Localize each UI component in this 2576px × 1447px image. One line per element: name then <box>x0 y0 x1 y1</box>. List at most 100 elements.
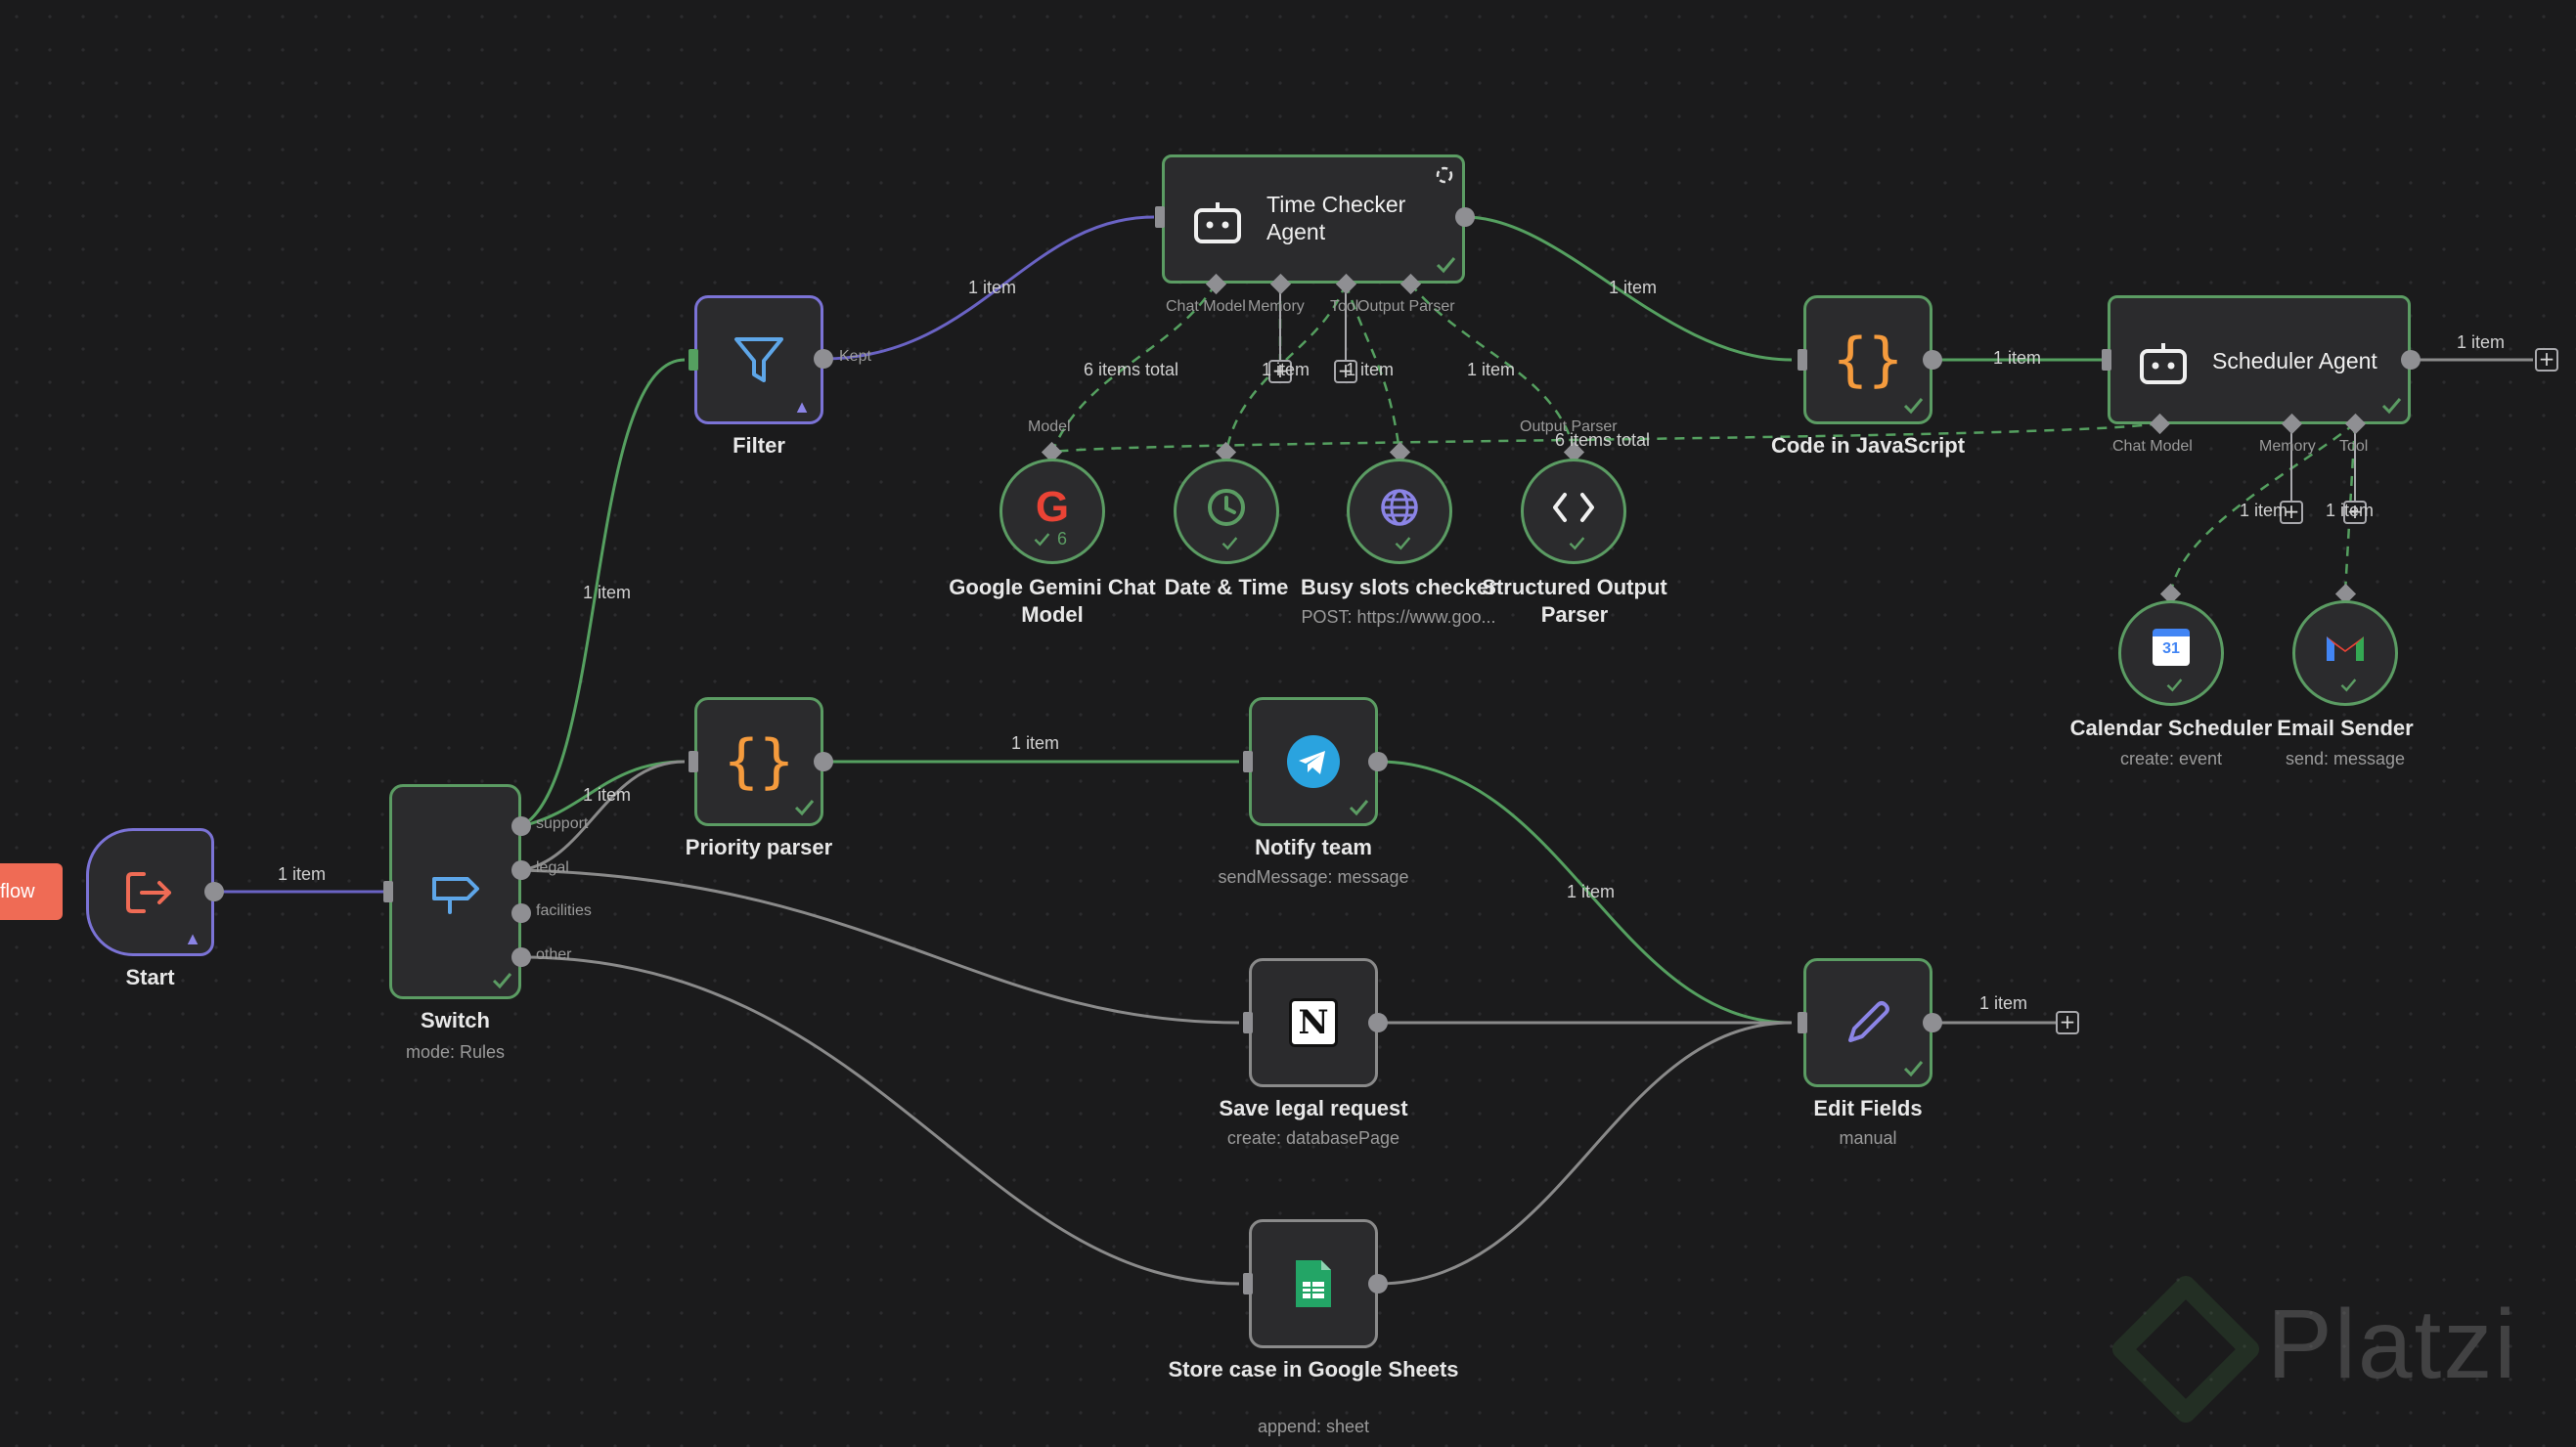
code-javascript-node[interactable]: {} <box>1803 295 1932 424</box>
platzi-logo-icon <box>2112 1276 2259 1423</box>
edge-label-agent-code: 1 item <box>1609 278 1658 297</box>
subedge-tool <box>1224 283 1348 453</box>
notify-input-port[interactable] <box>1243 751 1253 772</box>
scheduler-input-port[interactable] <box>2102 349 2111 371</box>
edge-switch-sheets <box>520 955 1240 1286</box>
switch-input-port[interactable] <box>383 881 393 902</box>
success-check-icon <box>1034 533 1050 547</box>
google-sheets-node[interactable] <box>1249 1219 1378 1348</box>
edge-label-scheduler-out: 1 item <box>2457 332 2506 352</box>
notify-output-port[interactable] <box>1368 752 1388 771</box>
sheets-output-port[interactable] <box>1368 1274 1388 1294</box>
sheets-input-port[interactable] <box>1243 1273 1253 1294</box>
code-output-port[interactable] <box>1923 350 1942 370</box>
structured-parser-label: Structured Output Parser <box>1482 575 1667 627</box>
edit-fields-node[interactable] <box>1803 958 1932 1087</box>
priority-input-port[interactable] <box>688 751 698 772</box>
switch-output-other[interactable] <box>511 947 531 967</box>
time-checker-agent-node[interactable]: Time Checker Agent <box>1162 154 1465 284</box>
edge-label-priority-notify: 1 item <box>1011 733 1060 753</box>
code-brackets-icon <box>1553 493 1594 522</box>
gemini-node[interactable]: G 6 <box>999 459 1105 564</box>
edge-agent-code <box>1464 215 1793 362</box>
expand-icon[interactable] <box>1435 165 1454 185</box>
filter-label: Filter <box>733 433 785 458</box>
success-check-icon <box>2166 679 2183 692</box>
success-check-icon <box>1221 537 1238 550</box>
edit-fields-subtitle: manual <box>1839 1128 1897 1148</box>
scheduler-title: Scheduler Agent <box>2212 348 2377 373</box>
switch-output-legal[interactable] <box>511 860 531 880</box>
filter-input-port[interactable] <box>688 349 698 371</box>
edge-label-edit-out: 1 item <box>1979 993 2028 1013</box>
success-check-icon <box>1903 1061 1924 1077</box>
switch-node[interactable] <box>389 784 521 999</box>
google-icon: G <box>1035 483 1070 531</box>
filter-output-port[interactable] <box>814 349 833 369</box>
busy-slots-node[interactable] <box>1347 459 1452 564</box>
port-label-chat-model: Chat Model <box>1166 298 1246 315</box>
gmail-icon <box>2327 636 2364 661</box>
add-tool-button[interactable]: + <box>1334 360 1357 383</box>
code-braces-icon: {} <box>723 727 795 796</box>
edit-add-next-button[interactable]: + <box>2056 1011 2079 1034</box>
date-time-node[interactable] <box>1174 459 1279 564</box>
scheduler-port-label-tool: Tool <box>2339 438 2369 455</box>
busy-slots-label: Busy slots checker <box>1301 575 1497 599</box>
filter-node[interactable]: ▲ <box>694 295 823 424</box>
start-output-port[interactable] <box>204 882 224 901</box>
start-node[interactable]: ▲ <box>86 828 214 956</box>
execute-workflow-button[interactable]: flow <box>0 863 63 920</box>
edge-switch-legal-priority <box>520 760 686 872</box>
save-legal-node[interactable]: N <box>1249 958 1378 1087</box>
run-count-badge: 6 <box>1057 529 1068 548</box>
edge-label-memory: 1 item <box>1262 360 1310 379</box>
edge-label-tool: 1 item <box>1346 360 1395 379</box>
switch-output-support[interactable] <box>511 816 531 836</box>
scheduler-add-tool-button[interactable]: + <box>2343 501 2367 524</box>
clock-icon <box>1208 489 1245 526</box>
add-memory-button[interactable]: + <box>1268 360 1292 383</box>
save-legal-label: Save legal request <box>1219 1096 1408 1120</box>
priority-output-port[interactable] <box>814 752 833 771</box>
platzi-watermark: Platzi <box>2267 1290 2518 1399</box>
edge-label-model-total: 6 items total <box>1084 360 1179 379</box>
google-sheets-label: Store case in Google Sheets <box>1168 1357 1459 1381</box>
code-input-port[interactable] <box>1798 349 1807 371</box>
priority-parser-node[interactable]: {} <box>694 697 823 826</box>
time-checker-input-port[interactable] <box>1155 206 1165 228</box>
pin-icon: ▲ <box>184 929 201 948</box>
legal-input-port[interactable] <box>1243 1012 1253 1033</box>
switch-subtitle: mode: Rules <box>405 1042 506 1062</box>
scheduler-agent-node[interactable]: Scheduler Agent <box>2108 295 2411 424</box>
edit-output-port[interactable] <box>1923 1013 1942 1032</box>
legal-output-port[interactable] <box>1368 1013 1388 1032</box>
time-checker-output-port[interactable] <box>1455 207 1475 227</box>
edge-label-scheduler-model-total: 6 items total <box>1555 430 1651 450</box>
code-braces-icon: {} <box>1832 326 1904 394</box>
filter-icon <box>734 337 783 382</box>
scheduler-add-next-button[interactable]: + <box>2535 348 2558 372</box>
edge-label-scheduler-memory: 1 item <box>2240 501 2288 520</box>
scheduler-output-port[interactable] <box>2401 350 2421 370</box>
globe-icon <box>1381 489 1418 526</box>
subedge-sched-model <box>1051 421 2160 454</box>
scheduler-add-memory-button[interactable]: + <box>2280 501 2303 524</box>
email-node[interactable] <box>2292 600 2398 706</box>
success-check-icon <box>1903 398 1924 415</box>
edge-sheets-edit <box>1377 1021 1793 1286</box>
success-check-icon <box>794 800 815 816</box>
subedge-parser <box>1409 283 1577 453</box>
gemini-port-label: Model <box>1028 418 1071 435</box>
edge-label-switch-priority: 1 item <box>583 785 632 805</box>
structured-parser-node[interactable] <box>1521 459 1626 564</box>
success-check-icon <box>1569 537 1585 550</box>
calendar-node[interactable]: 31 <box>2118 600 2224 706</box>
success-check-icon <box>2381 398 2402 415</box>
switch-output-facilities[interactable] <box>511 903 531 923</box>
notify-team-node[interactable] <box>1249 697 1378 826</box>
edit-input-port[interactable] <box>1798 1012 1807 1033</box>
signpost-icon <box>431 877 479 914</box>
